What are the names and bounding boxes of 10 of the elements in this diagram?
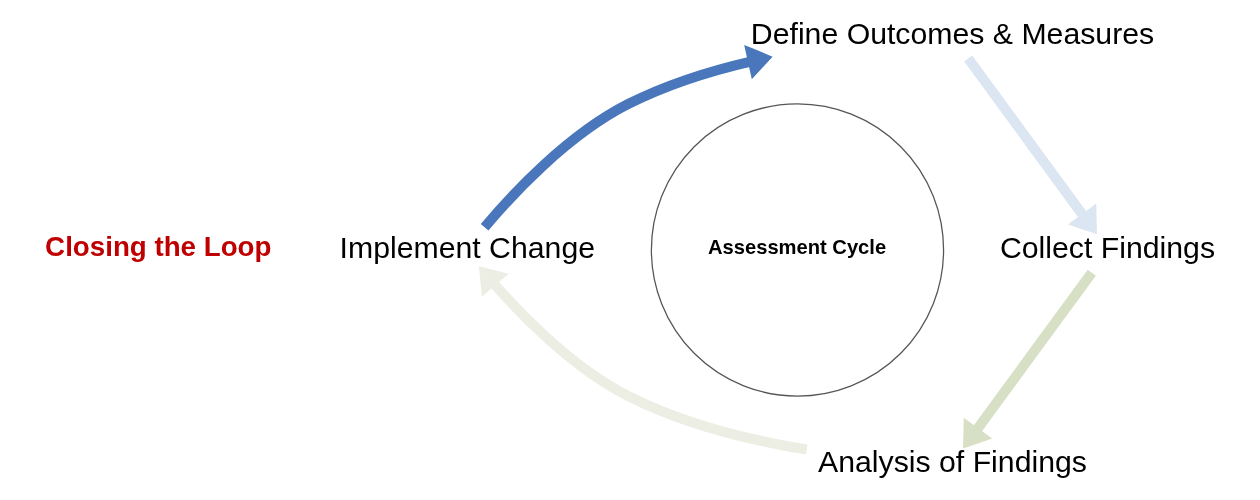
arrow [480, 44, 773, 231]
node-circle: Assessment Cycle [650, 103, 944, 397]
arrow [962, 269, 1096, 449]
arrow [963, 55, 1097, 235]
arrow [478, 266, 808, 455]
node-text: Collect Findings [999, 230, 1215, 264]
label: Closing the Loop [44, 230, 271, 262]
node-text: Define Outcomes & Measures [750, 16, 1154, 50]
node-text: Analysis of Findings [817, 445, 1087, 479]
node-text: Implement Change [339, 230, 595, 264]
